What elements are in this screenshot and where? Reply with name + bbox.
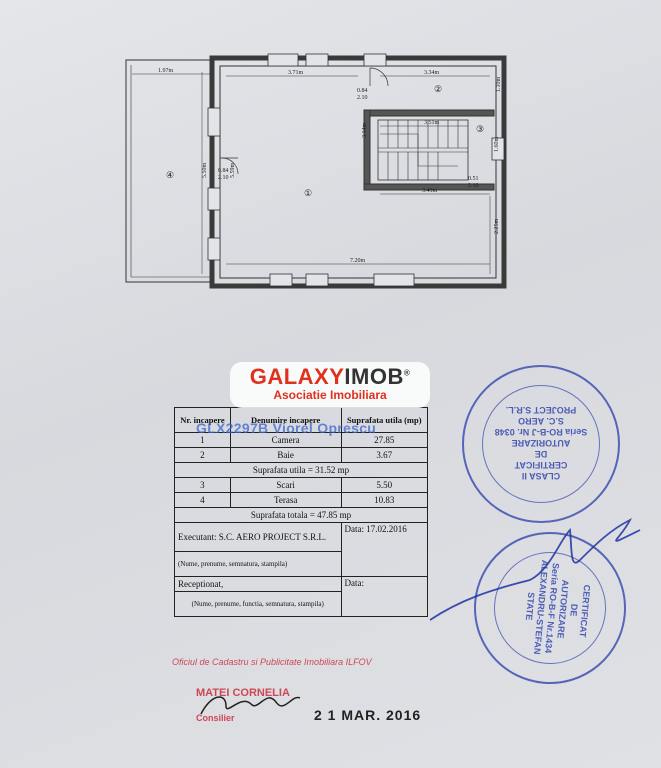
receptionat-label: Receptionat, xyxy=(174,576,342,592)
authorization-stamp-company: CLASA II CERTIFICAT DE AUTORIZARE Seria … xyxy=(462,365,620,523)
room-3-label: ③ xyxy=(476,124,484,134)
table-row: 2 Baie 3.67 xyxy=(174,447,428,463)
header-denumire: Denumire incapere xyxy=(229,407,342,433)
ocpi-role: Consilier xyxy=(196,713,235,723)
cell-name: Scari xyxy=(229,477,342,493)
cell-nr: 2 xyxy=(174,447,231,463)
sum-utila: Suprafata utila = 31.52 mp xyxy=(174,462,428,478)
dim-stairs-right: 1.60m xyxy=(494,137,500,153)
dim-bottom-width: 7.20m xyxy=(350,258,366,264)
ocpi-office: Oficiul de Cadastru si Publicitate Imobi… xyxy=(172,657,372,667)
ocpi-name: MATEI CORNELIA xyxy=(196,687,290,699)
dim-right-lower: 2.25m xyxy=(494,219,500,235)
dim-left-height: 5.50m xyxy=(202,163,208,179)
cell-area: 3.67 xyxy=(340,447,428,463)
agent-watermark: GLX2297B Viorel Oprescu xyxy=(196,420,377,436)
cell-area: 10.83 xyxy=(340,492,428,508)
executant-label: Executant: S.C. AERO PROJECT S.R.L. xyxy=(178,532,327,542)
table-row: 3 Scari 5.50 xyxy=(174,477,428,493)
sum-utila-row: Suprafata utila = 31.52 mp xyxy=(174,462,428,478)
cell-nr: 3 xyxy=(174,477,231,493)
dim-inner-height: 5.59m xyxy=(230,163,236,179)
room-1-label: ① xyxy=(304,188,312,198)
room-4-label: ④ xyxy=(166,170,174,180)
dim-room2-side: 1.10m xyxy=(496,77,502,93)
galaxyimob-logo: GALAXYIMOB® xyxy=(249,364,411,389)
header-nr: Nr. incapere xyxy=(174,407,231,433)
dim-stairs-bottom: 3.49m xyxy=(422,188,438,194)
dim-stairs-side: 3.14m xyxy=(362,123,368,139)
signature-2 xyxy=(200,696,301,715)
receptionat-row: Receptionat, Data: xyxy=(174,576,428,617)
table-row: 1 Camera 27.85 xyxy=(174,432,428,448)
cell-area: 5.50 xyxy=(340,477,428,493)
room-2-label: ② xyxy=(434,84,442,94)
dim-terrace-width: 1.97m xyxy=(158,68,174,74)
receptionat-note-row: (Nume, prenume, functia, semnatura, stam… xyxy=(174,591,428,617)
executant-cell: Executant: S.C. AERO PROJECT S.R.L. xyxy=(174,522,342,552)
galaxyimob-watermark: GALAXYIMOB® Asociatie Imobiliara xyxy=(230,362,430,408)
cell-name: Terasa xyxy=(229,492,342,508)
sum-totala: Suprafata totala = 47.85 mp xyxy=(174,507,428,523)
surface-table: Nr. incapere Denumire incapere Suprafata… xyxy=(174,407,428,617)
cell-name: Baie xyxy=(229,447,342,463)
executant-note: (Nume, prenume, semnatura, stampila) xyxy=(174,551,342,577)
dim-room1-top: 3.71m xyxy=(288,70,304,76)
table-row: 4 Terasa 10.83 xyxy=(174,492,428,508)
ocpi-stamp: Oficiul de Cadastru si Publicitate Imobi… xyxy=(172,657,420,723)
executant-note-row: (Nume, prenume, semnatura, stampila) xyxy=(174,551,428,577)
galaxyimob-subtitle: Asociatie Imobiliara xyxy=(273,388,387,402)
stamp1-text: CLASA II CERTIFICAT DE AUTORIZARE Seria … xyxy=(494,405,588,481)
floor-plan-drawing: 1.97m 3.71m 3.34m 0.842.10 3.51m 1.10m 3… xyxy=(125,53,507,289)
dim-stairs-top: 3.51m xyxy=(424,120,440,126)
data-cell-2: Data: xyxy=(340,576,428,617)
data-cell: Data: 17.02.2016 xyxy=(340,522,428,577)
sum-totala-row: Suprafata totala = 47.85 mp xyxy=(174,507,428,523)
dim-room2-top: 3.34m xyxy=(424,70,440,76)
signature-1 xyxy=(429,517,641,621)
ocpi-date: 2 1 MAR. 2016 xyxy=(314,707,422,723)
executant-row: Executant: S.C. AERO PROJECT S.R.L. Data… xyxy=(174,522,428,577)
receptionat-note: (Nume, prenume, functia, semnatura, stam… xyxy=(174,591,342,617)
cell-nr: 4 xyxy=(174,492,231,508)
